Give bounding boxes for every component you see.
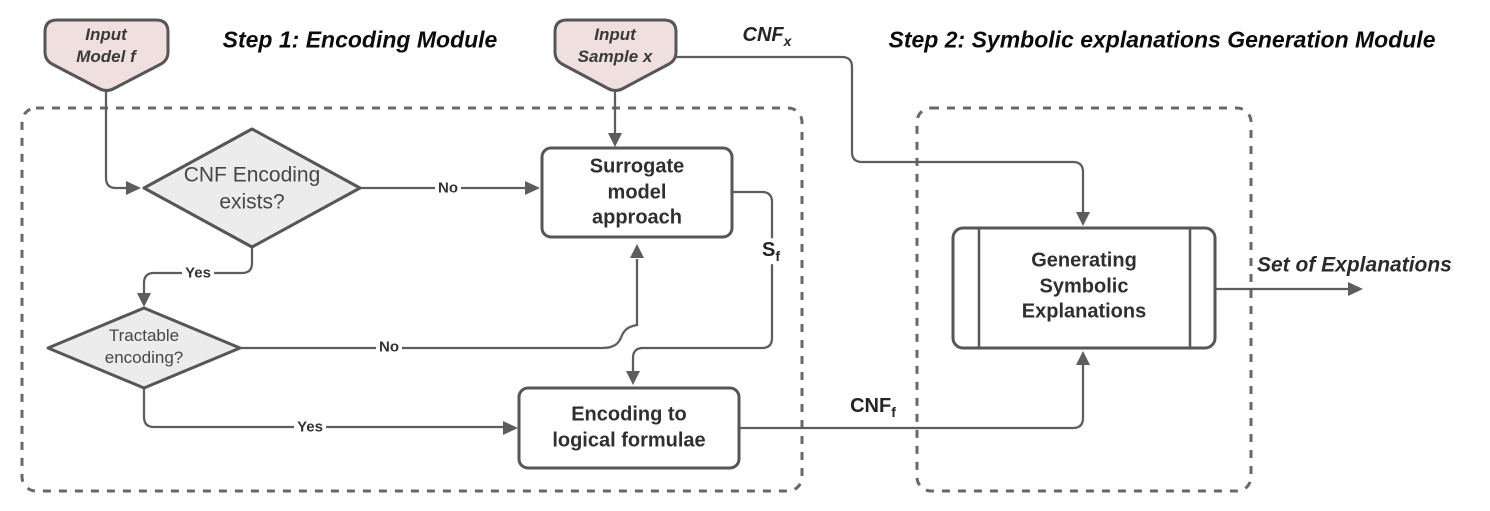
sf-label: Sf: [759, 238, 783, 265]
arrowhead-into-cnfexists: [126, 181, 141, 195]
sf-sub: f: [775, 248, 781, 265]
edge-cnfx-sample-to-generating: [676, 55, 1085, 213]
edge-tractable-yes-to-encoding: [142, 388, 504, 429]
step1-module-boundary: [20, 106, 804, 493]
surrogate-label: Surrogate model approach: [589, 155, 685, 229]
output-label: Set of Explanations: [1257, 253, 1452, 277]
cnff-label: CNFf: [850, 394, 896, 420]
input-sample-shape: [553, 18, 678, 92]
arrowhead-output: [1348, 282, 1363, 296]
sf-base: S: [761, 239, 776, 262]
edge-tractable-no-to-surrogate: [240, 259, 639, 350]
arrowhead-into-encoding-top: [626, 371, 640, 385]
cnfx-label: CNFx: [743, 23, 792, 49]
arrowhead-into-surrogate-bottom: [630, 244, 644, 258]
cnff-base: CNF: [850, 395, 892, 418]
input-sample-label: Input Sample x: [577, 24, 653, 66]
encoding-process-shape: [517, 386, 741, 470]
arrowhead-into-generating-top: [1076, 212, 1090, 226]
step1-title: Step 1: Encoding Module: [222, 26, 498, 53]
arrowhead-into-generating-bottom: [1076, 351, 1090, 365]
tractable-label: Tractable encoding?: [104, 325, 184, 367]
edge-label-yes-tractable: Yes: [294, 417, 326, 437]
generating-process-shape: [951, 226, 1217, 350]
arrowhead-into-surrogate-left: [525, 181, 540, 195]
generating-label: Generating Symbolic Explanations: [1021, 249, 1147, 323]
cnf-exists-decision-shape: [142, 127, 362, 249]
cnfx-sub: x: [783, 33, 792, 50]
edge-label-no-cnfexists: No: [435, 178, 461, 198]
edge-surrogate-sf-to-encoding: [631, 190, 774, 372]
cnff-sub: f: [891, 404, 896, 421]
arrowhead-into-surrogate-top: [608, 133, 622, 147]
input-model-label: Input Model f: [76, 24, 136, 66]
step2-title: Step 2: Symbolic explanations Generation…: [888, 26, 1436, 53]
edge-cnff-encoding-to-generating: [739, 364, 1085, 430]
encoding-label: Encoding to logical formulae: [552, 403, 706, 451]
edge-model-to-cnfexists: [104, 92, 127, 190]
edge-label-yes-cnfexists: Yes: [182, 263, 214, 283]
surrogate-process-shape: [540, 146, 734, 239]
arrowhead-into-encoding-left: [503, 421, 518, 435]
cnf-exists-label: CNF Encoding exists?: [183, 163, 321, 214]
cnfx-base: CNF: [742, 24, 784, 47]
arrowhead-into-tractable: [137, 293, 151, 307]
input-model-shape: [43, 18, 170, 92]
tractable-decision-shape: [46, 306, 242, 390]
edge-label-no-tractable: No: [376, 337, 402, 357]
